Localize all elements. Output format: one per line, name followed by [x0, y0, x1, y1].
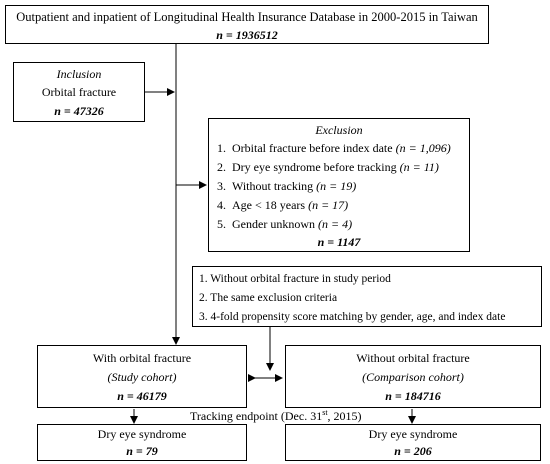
exclusion-heading: Exclusion: [315, 123, 363, 137]
exclusion-item: 3. Without tracking (n = 19): [217, 179, 357, 193]
inclusion-count: n = 47326: [54, 104, 104, 118]
study-outcome-label: Dry eye syndrome: [97, 427, 187, 441]
criteria-item: 1. Without orbital fracture in study per…: [199, 273, 391, 285]
comparison-cohort-sub: (Comparison cohort): [362, 370, 464, 384]
database-count: n = 1936512: [216, 28, 278, 42]
database-box: Outpatient and inpatient of Longitudinal…: [5, 5, 489, 44]
comparison-outcome-box: Dry eye syndrome n = 206: [285, 424, 541, 461]
study-outcome-count: n = 79: [126, 444, 158, 458]
exclusion-item: 5. Gender unknown (n = 4): [217, 217, 353, 231]
exclusion-box: Exclusion 1. Orbital fracture before ind…: [208, 118, 470, 252]
inclusion-label: Orbital fracture: [41, 85, 117, 99]
criteria-item: 3. 4-fold propensity score matching by g…: [199, 311, 506, 323]
study-cohort-label: With orbital fracture: [92, 351, 192, 365]
exclusion-item: 2. Dry eye syndrome before tracking (n =…: [217, 160, 439, 174]
criteria-box: 1. Without orbital fracture in study per…: [192, 266, 542, 327]
study-cohort-sub: (Study cohort): [107, 370, 177, 384]
database-title: Outpatient and inpatient of Longitudinal…: [16, 10, 478, 24]
exclusion-item: 4. Age < 18 years (n = 17): [217, 198, 349, 212]
exclusion-count: n = 1147: [317, 235, 361, 249]
study-cohort-count: n = 46179: [117, 389, 167, 403]
study-outcome-box: Dry eye syndrome n = 79: [37, 424, 247, 461]
study-cohort-box: With orbital fracture (Study cohort) n =…: [37, 345, 247, 408]
inclusion-heading: Inclusion: [56, 67, 102, 81]
comparison-cohort-box: Without orbital fracture (Comparison coh…: [285, 345, 541, 408]
comparison-outcome-count: n = 206: [394, 444, 432, 458]
comparison-cohort-label: Without orbital fracture: [356, 351, 470, 365]
criteria-item: 2. The same exclusion criteria: [199, 292, 338, 304]
inclusion-box: Inclusion Orbital fracture n = 47326: [13, 62, 145, 122]
comparison-cohort-count: n = 184716: [385, 389, 441, 403]
tracking-endpoint: Tracking endpoint (Dec. 31st, 2015): [190, 408, 362, 424]
exclusion-item: 1. Orbital fracture before index date (n…: [217, 141, 451, 155]
comparison-outcome-label: Dry eye syndrome: [368, 427, 458, 441]
